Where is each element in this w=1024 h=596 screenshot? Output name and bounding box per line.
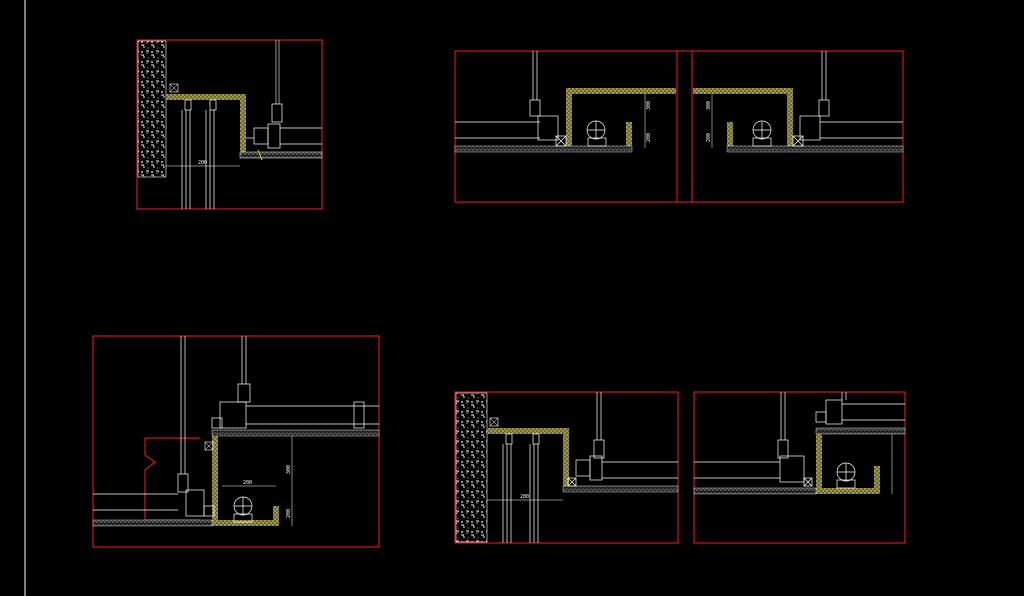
detail-3-dim-v2: 200 bbox=[286, 509, 292, 518]
detail-3[interactable]: 200 300 200 bbox=[92, 335, 380, 548]
detail-5-upper-duct bbox=[815, 392, 905, 425]
detail-3-upper-duct bbox=[211, 336, 379, 429]
detail-3-insulation-right bbox=[273, 506, 279, 524]
detail-1-floor bbox=[239, 151, 323, 159]
detail-5-floor bbox=[693, 487, 817, 495]
detail-2a-insulation-right bbox=[626, 122, 632, 150]
detail-3-break-line bbox=[144, 437, 200, 521]
detail-4-insulation-side bbox=[563, 428, 569, 490]
detail-1-insulation-side bbox=[240, 94, 246, 154]
detail-2a-floor bbox=[454, 145, 633, 153]
detail-5-insulation-right bbox=[874, 466, 880, 494]
detail-4-insulation-top bbox=[487, 428, 569, 434]
detail-2a-insulation-left bbox=[566, 88, 572, 148]
detail-4-curtain-rails bbox=[502, 433, 540, 543]
detail-5-insulation-left bbox=[816, 434, 822, 494]
detail-4[interactable]: 200 bbox=[454, 391, 679, 544]
detail-3-insulation-bottom bbox=[212, 520, 279, 526]
detail-5-ceiling bbox=[815, 427, 906, 435]
detail-1-ac-unit bbox=[246, 123, 322, 149]
detail-2b-dim-v2: 200 bbox=[706, 133, 712, 142]
detail-1-hanger bbox=[271, 103, 283, 123]
detail-1-dim-label: 200 bbox=[198, 160, 207, 166]
detail-1-curtain-rails bbox=[181, 99, 217, 209]
detail-4-wall-hatch bbox=[455, 392, 488, 543]
detail-3-lower-duct bbox=[93, 336, 253, 523]
detail-5-insulation-bottom bbox=[816, 488, 880, 494]
detail-3-frame bbox=[92, 335, 380, 548]
detail-2a-dim-v2: 200 bbox=[646, 133, 652, 142]
detail-1-box-marker bbox=[169, 83, 179, 93]
detail-3-floor bbox=[92, 519, 213, 527]
detail-5-frame bbox=[693, 391, 906, 544]
detail-2b-dim-v1: 300 bbox=[706, 101, 712, 110]
detail-1-frame bbox=[136, 39, 323, 210]
detail-1-insulation-top bbox=[166, 94, 246, 100]
detail-1-wall-hatch bbox=[137, 40, 167, 178]
detail-5-lower-duct bbox=[694, 392, 856, 489]
detail-3-upper-floor bbox=[211, 429, 380, 437]
detail-4-frame bbox=[454, 391, 679, 544]
detail-2a-dim-v1: 300 bbox=[646, 101, 652, 110]
detail-4-dim-h: 200 bbox=[520, 494, 529, 500]
detail-2b: 300 200 bbox=[693, 51, 904, 153]
detail-2-frame bbox=[454, 50, 904, 203]
detail-3-dim-h: 200 bbox=[243, 480, 252, 486]
detail-3-dim-v1: 300 bbox=[286, 465, 292, 474]
detail-3-insulation-vertical bbox=[212, 436, 218, 522]
detail-4-floor bbox=[562, 485, 679, 493]
detail-1[interactable]: 200 bbox=[136, 39, 323, 210]
detail-4-ac-unit bbox=[567, 392, 678, 487]
detail-2a-insulation-top bbox=[566, 88, 676, 94]
detail-2a: 300 200 bbox=[454, 51, 676, 153]
detail-2[interactable]: 300 200 bbox=[454, 50, 904, 203]
detail-5[interactable] bbox=[693, 391, 906, 544]
